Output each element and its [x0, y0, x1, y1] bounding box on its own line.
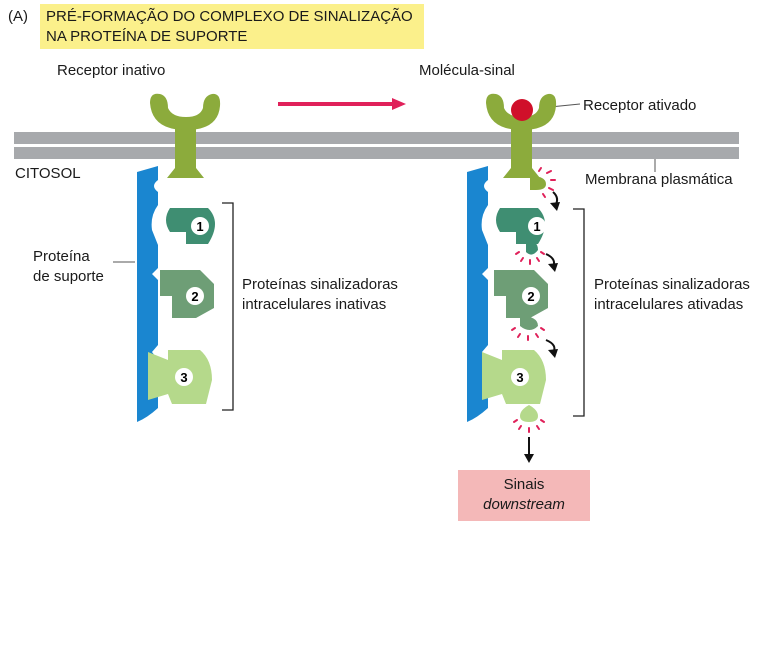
panel-title-line1: PRÉ-FORMAÇÃO DO COMPLEXO DE SINALIZAÇÃO	[46, 8, 413, 25]
receptor-activation-knob	[530, 176, 546, 190]
activation-sparks-receptor	[538, 167, 556, 198]
activation-sparks-protein-1	[515, 251, 545, 265]
protein-3-number-badge	[175, 368, 193, 386]
downstream-signals-line2: downstream	[483, 496, 565, 513]
protein-2-activation-knob	[520, 316, 538, 330]
panel-title-line2: NA PROTEÍNA DE SUPORTE	[46, 28, 248, 45]
active-receptor-label: Receptor ativado	[583, 97, 697, 114]
protein-2-inactive: 2	[160, 270, 214, 318]
cytosol-label: CITOSOL	[15, 165, 81, 182]
plasma-membrane-label: Membrana plasmática	[585, 171, 733, 188]
activation-sparks-protein-2	[511, 327, 545, 341]
protein-3-active: 3	[482, 350, 546, 404]
panel-title-box: PRÉ-FORMAÇÃO DO COMPLEXO DE SINALIZAÇÃO …	[40, 4, 424, 49]
membrane-inner-layer	[14, 147, 739, 159]
protein-1-inactive: 1	[166, 208, 215, 244]
panel-letter: (A)	[8, 8, 28, 25]
protein-2-active: 2	[494, 270, 548, 318]
activation-arrowhead-receptor-to-1	[550, 202, 560, 211]
downstream-signals-line1: Sinais	[503, 476, 545, 493]
inactive-proteins-label-line2: intracelulares inativas	[242, 296, 387, 313]
active-proteins-label-line2: intracelulares ativadas	[594, 296, 744, 313]
protein-3-inactive: 3	[148, 350, 212, 404]
scaffold-label-line2: de suporte	[33, 268, 104, 285]
protein-1-activation-knob	[526, 240, 538, 255]
signal-molecule	[511, 99, 533, 121]
activation-sparks-protein-3	[513, 419, 545, 433]
inactive-receptor-label: Receptor inativo	[57, 62, 166, 79]
protein-2-number-badge	[186, 287, 204, 305]
protein-3-number: 3	[180, 370, 187, 385]
protein-1-active-number-badge	[528, 217, 546, 235]
inactive-proteins-bracket	[222, 202, 234, 411]
protein-1-number-badge	[191, 217, 209, 235]
transition-arrow	[278, 98, 406, 110]
scaffold-label-line1: Proteína	[33, 248, 90, 265]
downstream-signals-box: Sinais downstream	[458, 470, 590, 521]
downstream-arrow	[524, 437, 534, 463]
protein-3-activation-knob	[520, 405, 538, 422]
protein-1-active: 1	[496, 208, 546, 244]
activation-arrowhead-1-to-2	[548, 263, 558, 272]
active-receptor	[486, 93, 557, 178]
protein-2-active-number: 2	[527, 289, 534, 304]
active-proteins-label-line1: Proteínas sinalizadoras	[594, 276, 750, 293]
protein-3-active-number: 3	[516, 370, 523, 385]
active-proteins-bracket	[573, 208, 585, 417]
protein-3-active-number-badge	[511, 368, 529, 386]
inactive-receptor	[150, 93, 221, 178]
membrane-outer-layer	[14, 132, 739, 144]
protein-1-active-number: 1	[533, 219, 540, 234]
protein-2-number: 2	[191, 289, 198, 304]
protein-2-active-number-badge	[522, 287, 540, 305]
signal-molecule-label: Molécula-sinal	[419, 62, 515, 79]
activation-arrowhead-2-to-3	[548, 349, 558, 358]
inactive-proteins-label-line1: Proteínas sinalizadoras	[242, 276, 398, 293]
protein-1-number: 1	[196, 219, 203, 234]
